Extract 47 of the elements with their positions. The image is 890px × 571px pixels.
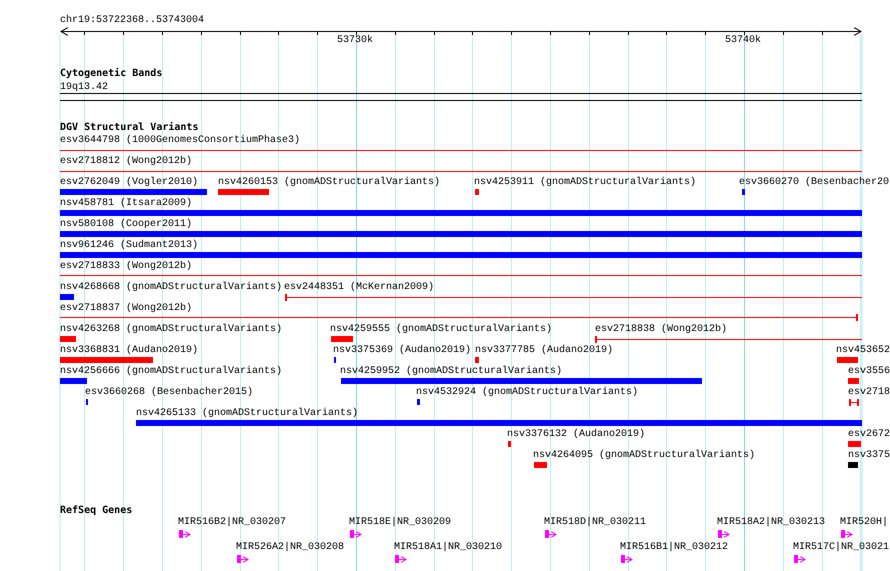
gene-label: MIR516B2|NR_030207: [178, 517, 286, 529]
variant-label: nsv4253911 (gnomADStructuralVariants): [474, 177, 696, 189]
variant-label: nsv4263268 (gnomADStructuralVariants): [60, 324, 282, 336]
gene-label: MIR516B1|NR_030212: [620, 542, 728, 554]
coordinate-label: 53740k: [725, 35, 762, 47]
coordinate-label: 53730k: [337, 35, 374, 47]
gene-label: MIR518E|NR_030209: [349, 517, 452, 529]
variant-label: esv3660268 (Besenbacher2015): [85, 387, 254, 399]
gene-label: MIR518A1|NR_030210: [394, 542, 502, 554]
variant-label: nsv3375: [848, 450, 890, 462]
variant-label: nsv3375369 (Audano2019): [333, 345, 472, 357]
variant-label: nsv3377785 (Audano2019): [475, 345, 614, 357]
variant-label: nsv4260153 (gnomADStructuralVariants): [218, 177, 440, 189]
variant-label: nsv453652: [836, 345, 890, 357]
variant-label: esv3660270 (Besenbacher20: [739, 177, 890, 189]
gene-label: MIR518D|NR_030211: [544, 517, 646, 529]
track-title: DGV Structural Variants: [60, 122, 198, 134]
track-title: Cytogenetic Bands: [60, 68, 162, 80]
variant-label: esv2448351 (McKernan2009): [284, 282, 434, 294]
variant-label: esv3556: [848, 366, 890, 378]
band-label: 19q13.42: [60, 82, 108, 94]
gene-label: MIR517C|NR_03021: [793, 542, 890, 554]
variant-label: nsv4265133 (gnomADStructuralVariants): [136, 408, 358, 420]
variant-label: esv2718833 (Wong2012b): [60, 261, 192, 273]
gene-label: MIR520H|: [840, 517, 888, 529]
variant-label: nsv580108 (Cooper2011): [60, 219, 192, 231]
variant-label: esv2672: [848, 429, 890, 441]
variant-label: esv2762049 (Vogler2010): [60, 177, 198, 189]
variant-label: nsv4532924 (gnomADStructuralVariants): [416, 387, 638, 399]
variant-label: esv2718812 (Wong2012b): [60, 156, 192, 168]
variant-label: nsv4268668 (gnomADStructuralVariants): [60, 282, 282, 294]
variant-label: nsv4259952 (gnomADStructuralVariants): [340, 366, 562, 378]
variant-label: esv3644798 (1000GenomesConsortiumPhase3): [60, 135, 300, 147]
coordinate-label: chr19:53722368..53743004: [60, 15, 204, 27]
gene-label: MIR526A2|NR_030208: [236, 542, 344, 554]
track-title: RefSeq Genes: [60, 505, 132, 517]
gene-label: MIR518A2|NR_030213: [717, 517, 826, 529]
variant-label: esv2718: [848, 387, 890, 399]
variant-label: nsv4259555 (gnomADStructuralVariants): [330, 324, 552, 336]
variant-label: esv2718837 (Wong2012b): [60, 303, 192, 315]
variant-label: nsv961246 (Sudmant2013): [60, 240, 198, 252]
variant-label: nsv458781 (Itsara2009): [60, 198, 192, 210]
variant-label: nsv3368831 (Audano2019): [60, 345, 198, 357]
variant-label: nsv4264095 (gnomADStructuralVariants): [533, 450, 756, 462]
variant-label: esv2718838 (Wong2012b): [595, 324, 728, 336]
variant-label: nsv4256666 (gnomADStructuralVariants): [60, 366, 282, 378]
variant-label: nsv3376132 (Audano2019): [507, 429, 646, 441]
